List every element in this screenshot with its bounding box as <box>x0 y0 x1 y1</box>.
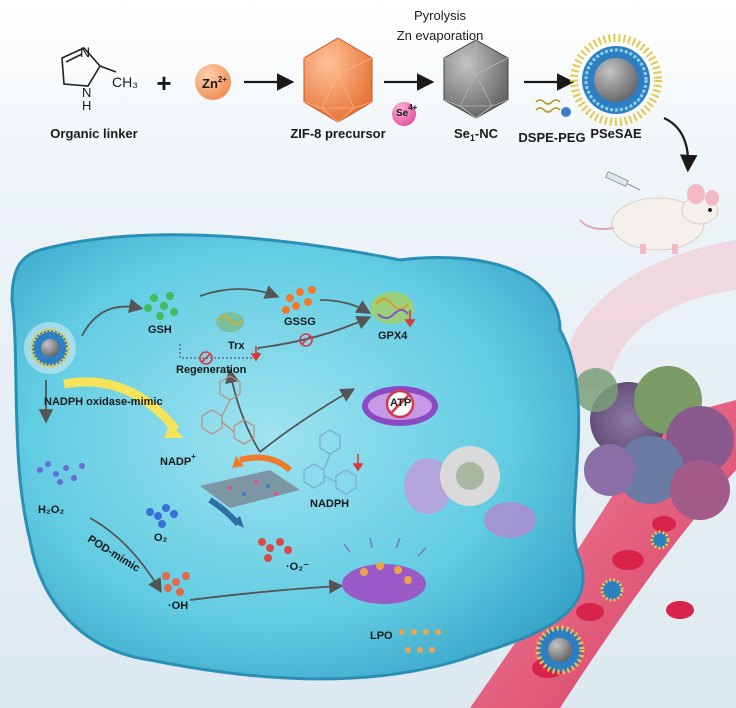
nadp-charge: + <box>191 452 196 461</box>
oh-molecules <box>162 572 190 596</box>
zn-charge: 2+ <box>217 75 228 84</box>
gpx4-label: GPX4 <box>378 330 408 342</box>
atp-label: ATP <box>390 397 412 409</box>
o2-label: O₂ <box>154 532 168 544</box>
psesae-label: PSeSAE <box>590 126 642 141</box>
se-symbol: Se <box>396 108 409 119</box>
regeneration-bracket <box>179 344 259 359</box>
pathway-arrows <box>38 285 372 601</box>
mouse-illustration <box>579 184 719 254</box>
se-ion-label: Se4+ <box>396 103 417 119</box>
vessel-nanoparticles <box>535 530 670 675</box>
zn-symbol: Zn <box>202 76 218 91</box>
catalyst-sheet <box>200 470 300 508</box>
gsh-molecules <box>144 292 178 320</box>
injection-arrow <box>663 117 698 173</box>
nadph-oxidase-label: NADPH oxidase-mimic <box>44 396 163 408</box>
superoxide-label: ·O₂⁻ <box>286 561 309 573</box>
decrease-arrows <box>250 310 416 472</box>
nadp-label: NADP+ <box>160 452 196 468</box>
plus-sign: + <box>156 68 172 98</box>
o2-molecules <box>146 504 178 528</box>
syringe-icon <box>605 171 641 191</box>
zn-ion-sphere <box>195 64 231 100</box>
h2o2-label: H₂O₂ <box>38 504 65 516</box>
zif8-label: ZIF-8 precursor <box>290 126 386 141</box>
trx-protein <box>216 312 244 332</box>
se1-nc-subscript: 1 <box>469 133 475 143</box>
nadp-text: NADP <box>160 456 192 468</box>
nh-label: N H <box>82 85 92 113</box>
inhibit-icon <box>199 333 313 365</box>
se1-nc-prefix: Se <box>453 126 470 141</box>
zif8-particle <box>303 37 373 123</box>
regeneration-label: Regeneration <box>176 364 247 376</box>
lpo-label: LPO <box>370 630 393 642</box>
orange-flow-arrow <box>239 454 293 473</box>
vessel-upper <box>560 240 736 390</box>
nadp-structure <box>201 375 255 445</box>
superoxide-molecules <box>258 538 292 562</box>
organelle-cluster <box>404 446 536 538</box>
oxidase-arrow <box>63 377 180 433</box>
imidazole-structure <box>61 47 117 87</box>
h2o2-molecules <box>37 461 85 485</box>
trx-label: Trx <box>228 340 245 352</box>
lpo-lipids <box>399 629 441 653</box>
dspe-peg-label: DSPE-PEG <box>518 130 586 145</box>
gsh-label: GSH <box>148 324 172 336</box>
se1-nc-particle <box>443 39 509 119</box>
zn-ion-label: Zn2+ <box>202 75 228 91</box>
nadph-label: NADPH <box>310 498 350 510</box>
se-ion-sphere <box>392 102 416 126</box>
nadph-structure <box>303 429 357 495</box>
psesae-nanoparticle <box>570 34 662 126</box>
methyl-label: CH₃ <box>112 74 138 90</box>
imidazole-n-label: N <box>80 44 91 60</box>
gpx4-protein <box>370 292 414 324</box>
oh-radical-label: ·OH <box>168 600 189 612</box>
cell-body <box>10 233 585 681</box>
cell-nanoparticle <box>24 322 76 374</box>
se1-nc-suffix: -NC <box>474 126 499 141</box>
se1-nc-label: Se1-NC <box>453 126 499 143</box>
se-charge: 4+ <box>408 103 418 112</box>
tumor-mass <box>574 366 734 520</box>
organic-linker-label: Organic linker <box>50 126 138 141</box>
step-label-pyrolysis: Pyrolysis <box>413 8 467 23</box>
gssg-molecules <box>282 286 316 314</box>
gssg-label: GSSG <box>284 316 316 328</box>
damaged-membrane <box>342 537 427 604</box>
dspe-peg-molecule <box>535 99 571 117</box>
step-label-zn-evaporation: Zn evaporation <box>396 28 484 43</box>
mitochondrion <box>362 386 438 426</box>
